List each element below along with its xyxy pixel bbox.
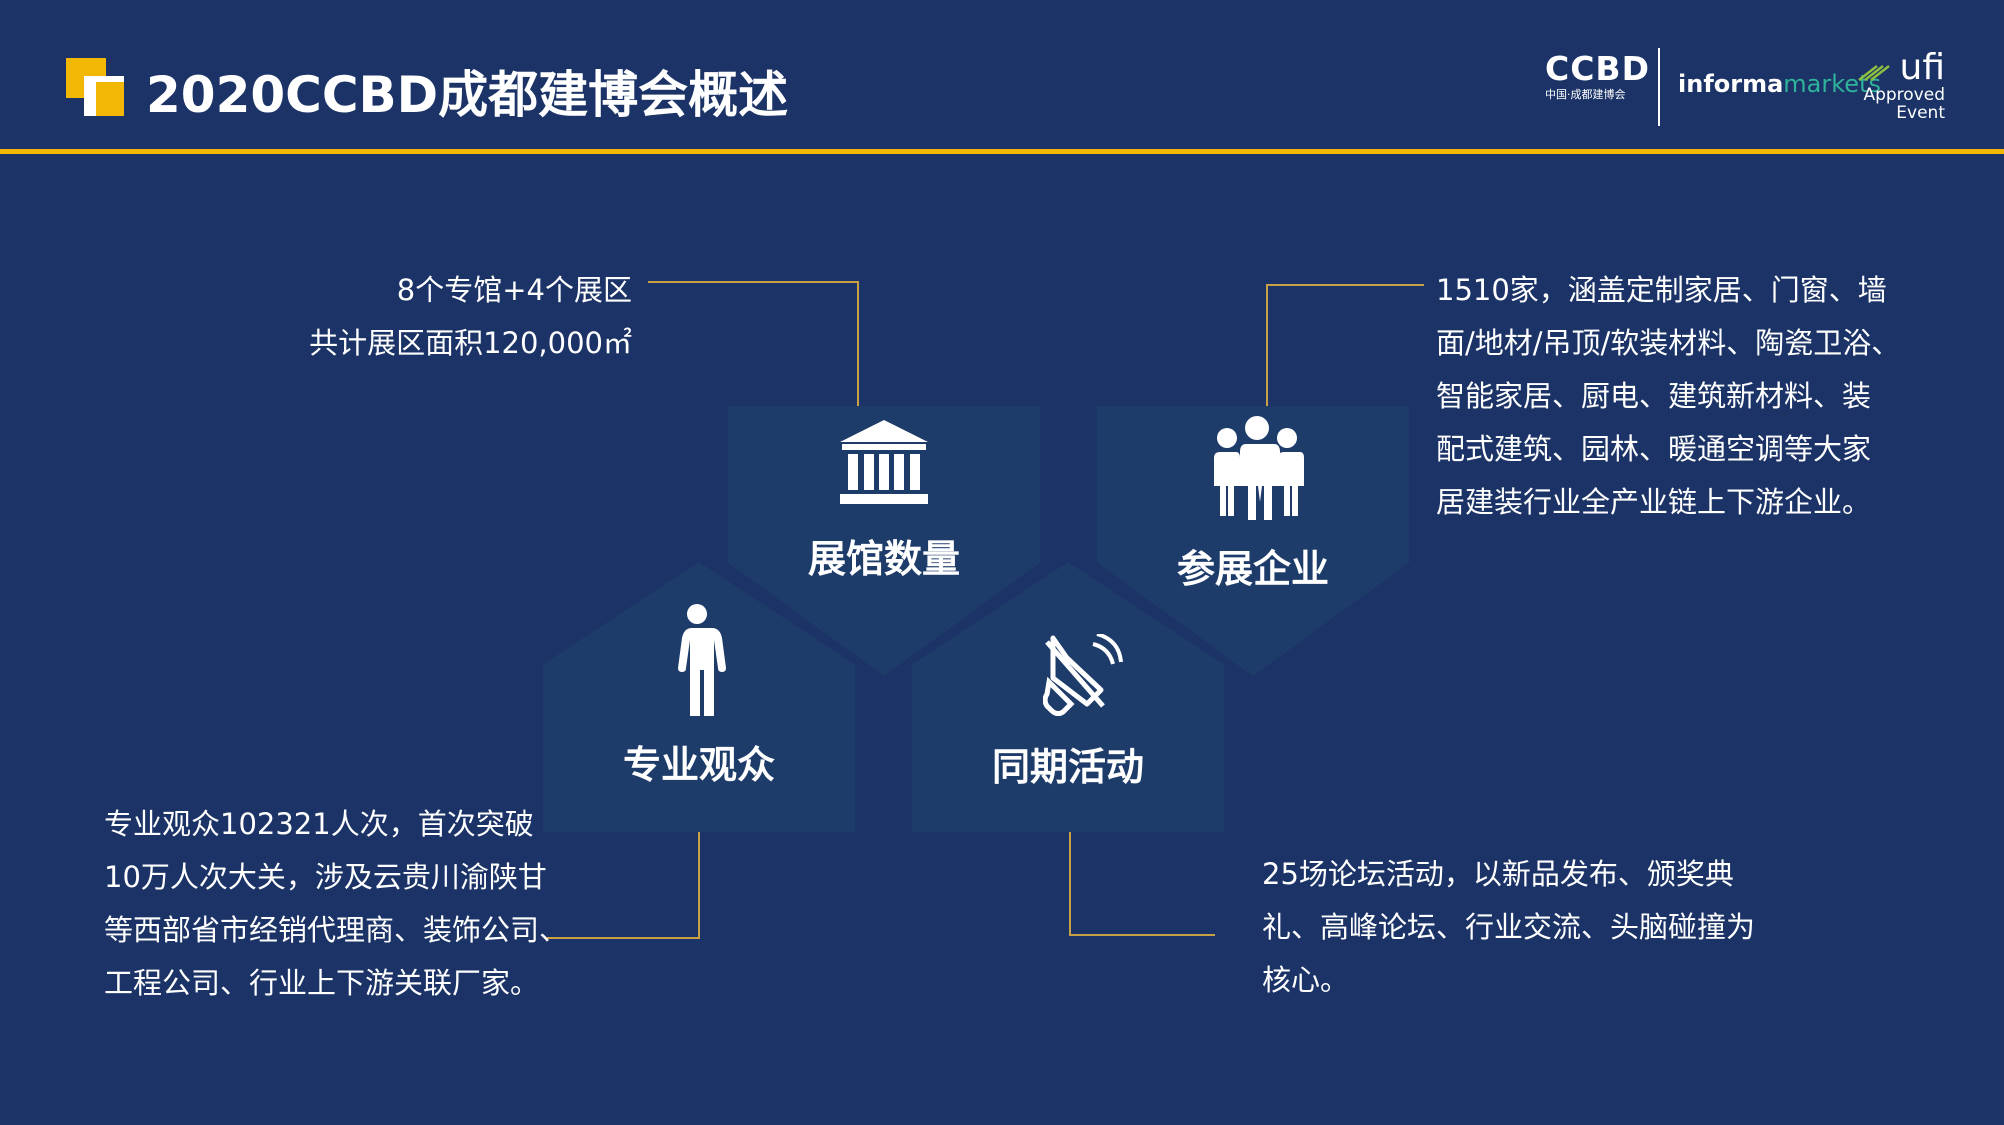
header-rule <box>0 149 2004 154</box>
events-line: 礼、高峰论坛、行业交流、头脑碰撞为 <box>1262 910 1756 944</box>
visitors-connector-h <box>547 937 700 939</box>
halls-line: 8个专馆+4个展区 <box>396 273 632 307</box>
ccbd-logo: CCBD 中国·成都建博会 <box>1545 52 1650 122</box>
exhibitors-line: 居建装行业全产业链上下游企业。 <box>1436 485 1872 519</box>
exhibitors-line: 面/地材/吊顶/软装材料、陶瓷卫浴、 <box>1436 326 1901 360</box>
exhibitors-connector-h <box>1266 284 1424 286</box>
events-connector-v <box>1069 832 1071 936</box>
ccbd-logo-subtext: 中国·成都建博会 <box>1545 88 1626 101</box>
visitors-description: 专业观众102321人次，首次突破 10万人次大关，涉及云贵川渝陕甘 等西部省市… <box>104 798 568 1010</box>
exhibitors-line: 1510家，涵盖定制家居、门窗、墙 <box>1436 273 1887 307</box>
halls-label: 展馆数量 <box>807 537 960 581</box>
halls-line: 共计展区面积120,000㎡ <box>309 326 632 360</box>
visitors-line: 等西部省市经销代理商、装饰公司、 <box>104 913 569 947</box>
person-icon <box>678 604 726 716</box>
logo-divider <box>1658 48 1660 126</box>
halls-connector-v <box>857 281 859 406</box>
visitors-line: 工程公司、行业上下游关联厂家。 <box>104 966 540 1000</box>
events-connector-h <box>1069 934 1215 936</box>
informa-logo-text: informa <box>1678 70 1784 98</box>
ufi-event-text: Event <box>1896 103 1945 123</box>
ufi-logo: ufi Approved Event <box>1855 50 1945 122</box>
events-description: 25场论坛活动，以新品发布、颁奖典 礼、高峰论坛、行业交流、头脑碰撞为 核心。 <box>1262 848 1755 1007</box>
events-label: 同期活动 <box>991 745 1144 789</box>
visitors-label: 专业观众 <box>622 743 775 787</box>
halls-description: 8个专馆+4个展区 共计展区面积120,000㎡ <box>230 264 632 370</box>
visitors-line: 10万人次大关，涉及云贵川渝陕甘 <box>104 860 547 894</box>
ufi-logo-text: ufi <box>1899 47 1946 88</box>
exhibitors-description: 1510家，涵盖定制家居、门窗、墙 面/地材/吊顶/软装材料、陶瓷卫浴、 智能家… <box>1436 264 1900 529</box>
events-line: 核心。 <box>1262 963 1350 997</box>
informa-markets-logo: informamarkets <box>1678 70 1881 98</box>
exhibitors-line: 智能家居、厨电、建筑新材料、装 <box>1436 379 1872 413</box>
page-title: 2020CCBD成都建博会概述 <box>146 66 789 124</box>
ufi-approved-text: Approved <box>1863 85 1945 105</box>
logo-square-accent <box>96 82 124 116</box>
megaphone-icon <box>1043 634 1123 716</box>
exhibitors-label: 参展企业 <box>1176 547 1329 591</box>
visitors-line: 专业观众102321人次，首次突破 <box>104 807 534 841</box>
visitors-connector-v <box>698 832 700 939</box>
people-group-icon <box>1214 416 1304 520</box>
museum-icon <box>840 420 928 504</box>
exhibitors-connector-v <box>1266 284 1268 406</box>
events-line: 25场论坛活动，以新品发布、颁奖典 <box>1262 857 1734 891</box>
ufi-swoosh-icon <box>1858 65 1890 81</box>
halls-connector-h <box>648 281 859 283</box>
exhibitors-line: 配式建筑、园林、暖通空调等大家 <box>1436 432 1872 466</box>
ccbd-logo-text: CCBD <box>1545 49 1650 88</box>
